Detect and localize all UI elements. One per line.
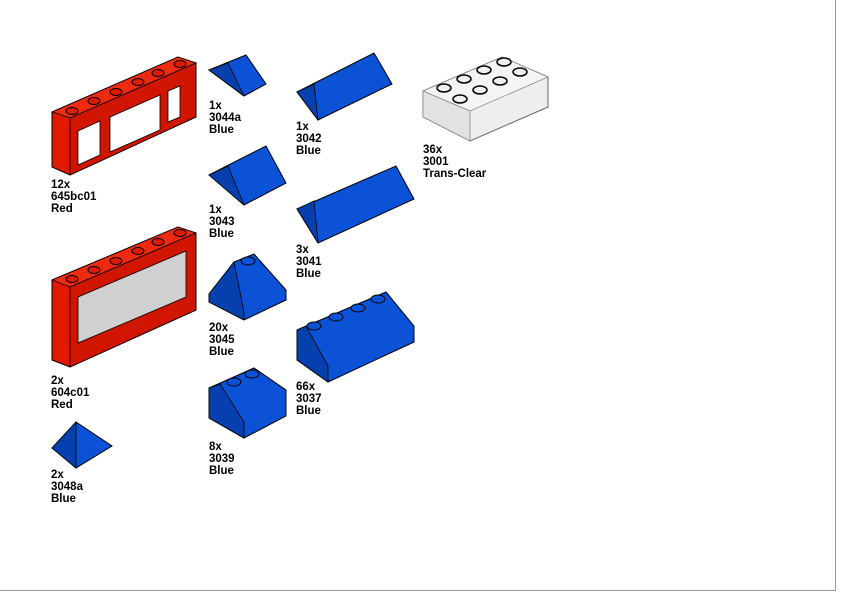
part-qty: 1x — [209, 204, 222, 216]
part-number: 3045 — [209, 334, 235, 346]
part-number: 3048a — [51, 481, 83, 493]
part-qty: 2x — [51, 469, 64, 481]
part-qty: 12x — [51, 179, 71, 191]
part-label-3039: 8x 3039 Blue — [209, 441, 235, 477]
part-qty: 8x — [209, 441, 222, 453]
part-label-3041: 3x 3041 Blue — [296, 244, 322, 280]
part-label-645bc01: 12x 645bc01 Red — [51, 179, 96, 215]
page-border-bottom — [0, 590, 836, 591]
part-number: 3039 — [209, 453, 235, 465]
part-label-3044a: 1x 3044a Blue — [209, 100, 241, 136]
part-color: Red — [51, 203, 73, 215]
part-number: 3001 — [423, 156, 449, 168]
part-number: 3042 — [296, 133, 322, 145]
part-qty: 66x — [296, 381, 316, 393]
part-number: 3041 — [296, 256, 322, 268]
part-label-3045: 20x 3045 Blue — [209, 322, 235, 358]
part-color: Trans-Clear — [423, 168, 487, 180]
part-color: Blue — [209, 465, 234, 477]
part-color: Blue — [296, 405, 321, 417]
part-label-3043: 1x 3043 Blue — [209, 204, 235, 240]
part-label-604c01: 2x 604c01 Red — [51, 375, 89, 411]
part-qty: 2x — [51, 375, 64, 387]
part-qty: 1x — [296, 121, 309, 133]
page-border-right — [835, 0, 836, 591]
part-number: 3043 — [209, 216, 235, 228]
part-label-3037: 66x 3037 Blue — [296, 381, 322, 417]
part-number: 3044a — [209, 112, 241, 124]
part-label-3048a: 2x 3048a Blue — [51, 469, 83, 505]
part-color: Blue — [296, 145, 321, 157]
part-color: Red — [51, 399, 73, 411]
part-color: Blue — [209, 124, 234, 136]
part-qty: 20x — [209, 322, 229, 334]
part-label-3042: 1x 3042 Blue — [296, 121, 322, 157]
part-number: 604c01 — [51, 387, 90, 399]
part-number: 3037 — [296, 393, 322, 405]
part-qty: 1x — [209, 100, 222, 112]
part-qty: 3x — [296, 244, 309, 256]
part-color: Blue — [209, 228, 234, 240]
part-color: Blue — [51, 493, 76, 505]
part-label-3001: 36x 3001 Trans-Clear — [423, 144, 486, 180]
part-number: 645bc01 — [51, 191, 97, 203]
part-qty: 36x — [423, 144, 443, 156]
part-color: Blue — [296, 268, 321, 280]
part-color: Blue — [209, 346, 234, 358]
